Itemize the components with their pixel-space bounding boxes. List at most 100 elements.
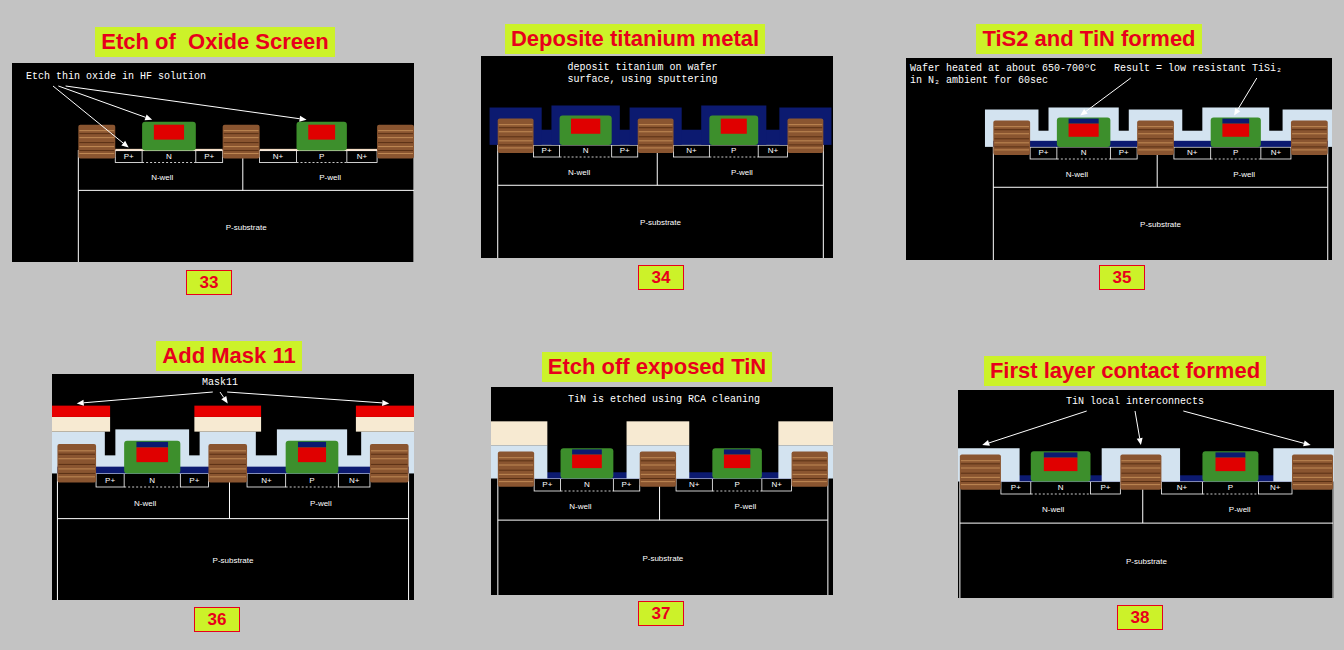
field-oxide-grain bbox=[994, 138, 1029, 139]
silicon-outline bbox=[78, 151, 414, 262]
field-oxide-grain bbox=[371, 454, 408, 455]
source-drain-region bbox=[338, 473, 370, 487]
field-oxide-grain bbox=[378, 130, 413, 131]
step-title: First layer contact formed bbox=[984, 356, 1266, 386]
tisi2-gate-cap bbox=[724, 449, 750, 454]
doping-label: N+ bbox=[273, 152, 283, 161]
source-drain-region bbox=[613, 479, 639, 491]
tisi2-gate-cap bbox=[1069, 119, 1099, 124]
leader-line bbox=[53, 86, 123, 143]
tisi2-gate-cap bbox=[136, 442, 168, 448]
process-note: Etch thin oxide in HF solution bbox=[26, 71, 206, 83]
silicon-outline bbox=[960, 482, 1333, 598]
field-oxide-grain bbox=[209, 450, 246, 451]
field-oxide-grain bbox=[961, 484, 1000, 485]
field-oxide-grain bbox=[209, 454, 246, 455]
title-text: TiS2 and TiN formed bbox=[982, 26, 1195, 51]
field-oxide-grain bbox=[789, 127, 823, 128]
tisi2-gate-cap bbox=[298, 442, 326, 448]
leader-line bbox=[227, 392, 382, 403]
doping-label: N+ bbox=[1187, 148, 1197, 157]
field-oxide-grain bbox=[1138, 129, 1173, 130]
field-oxide-grain bbox=[1292, 149, 1327, 150]
titanium-layer bbox=[701, 105, 766, 144]
field-oxide-grain bbox=[1121, 473, 1160, 474]
field-oxide bbox=[1291, 121, 1328, 155]
source-drain-region bbox=[612, 145, 638, 157]
poly-gate bbox=[724, 455, 750, 469]
gate-spacer bbox=[142, 122, 196, 151]
field-oxide-grain bbox=[499, 127, 533, 128]
field-oxide-grain bbox=[378, 142, 413, 143]
arrow-head bbox=[121, 141, 128, 148]
photoresist bbox=[194, 417, 261, 432]
title-text: Etch of Oxide Screen bbox=[101, 29, 328, 54]
substrate-label: P-substrate bbox=[640, 218, 681, 227]
well-label: N-well bbox=[151, 173, 173, 182]
cross-section bbox=[491, 387, 833, 595]
field-oxide-grain bbox=[994, 133, 1029, 134]
doping-label: P+ bbox=[105, 476, 115, 485]
field-oxide-grain bbox=[994, 126, 1029, 127]
field-oxide-grain bbox=[641, 478, 675, 479]
gate-spacer bbox=[1211, 118, 1261, 147]
source-drain-region bbox=[676, 479, 712, 491]
step-number: 35 bbox=[1099, 265, 1145, 290]
field-oxide-grain bbox=[79, 150, 114, 151]
source-drain-region bbox=[1030, 147, 1057, 159]
channel-line bbox=[124, 487, 180, 488]
field-oxide bbox=[1292, 454, 1333, 489]
field-oxide-grain bbox=[499, 144, 533, 145]
field-oxide-grain bbox=[1293, 481, 1332, 482]
field-oxide-grain bbox=[499, 140, 533, 141]
field-oxide-grain bbox=[641, 470, 675, 471]
leader-line bbox=[989, 411, 1087, 443]
arrow-head bbox=[145, 115, 153, 121]
cross-section bbox=[52, 374, 414, 600]
gate-spacer bbox=[1202, 451, 1258, 481]
field-oxide-grain bbox=[224, 142, 259, 143]
field-oxide-grain bbox=[961, 473, 1000, 474]
channel-line bbox=[297, 162, 347, 163]
well-boundary bbox=[498, 520, 828, 521]
field-oxide-grain bbox=[1292, 146, 1327, 147]
gate-spacer bbox=[560, 116, 612, 145]
field-oxide-grain bbox=[994, 142, 1029, 143]
source-drain-region bbox=[96, 473, 124, 487]
gate-spacer bbox=[712, 448, 762, 478]
poly-gate bbox=[1069, 124, 1099, 137]
field-oxide-grain bbox=[793, 478, 827, 479]
doping-label: P bbox=[1233, 148, 1238, 157]
poly-gate bbox=[1222, 124, 1249, 137]
silicon-outline bbox=[993, 147, 1327, 260]
field-oxide-grain bbox=[209, 476, 246, 477]
doping-label: N+ bbox=[768, 146, 778, 155]
field-oxide bbox=[792, 451, 828, 486]
field-oxide-grain bbox=[378, 146, 413, 147]
doping-label: N+ bbox=[357, 152, 367, 161]
field-oxide-grain bbox=[58, 476, 95, 477]
field-oxide-grain bbox=[499, 470, 533, 471]
doping-label: P bbox=[734, 480, 739, 489]
arrow-head bbox=[382, 400, 389, 406]
field-oxide-grain bbox=[224, 137, 259, 138]
process-panel: Wafer heated at about 650-700ºC in N₂ am… bbox=[906, 58, 1332, 260]
field-oxide-grain bbox=[793, 465, 827, 466]
field-oxide bbox=[498, 119, 534, 153]
poly-gate bbox=[154, 125, 184, 140]
field-oxide-grain bbox=[1292, 142, 1327, 143]
field-oxide-grain bbox=[639, 144, 673, 145]
field-oxide-grain bbox=[79, 137, 114, 138]
field-oxide-grain bbox=[371, 476, 408, 477]
title-text: Add Mask 11 bbox=[162, 343, 295, 368]
field-oxide-grain bbox=[371, 458, 408, 459]
field-oxide-grain bbox=[639, 127, 673, 128]
field-oxide-grain bbox=[224, 133, 259, 134]
source-drain-region bbox=[347, 151, 377, 163]
field-oxide bbox=[223, 125, 260, 159]
substrate-label: P-substrate bbox=[642, 554, 683, 563]
step-number: 37 bbox=[638, 601, 684, 626]
well-label: P-well bbox=[319, 173, 341, 182]
gate-spacer bbox=[124, 441, 180, 474]
field-oxide-grain bbox=[793, 470, 827, 471]
